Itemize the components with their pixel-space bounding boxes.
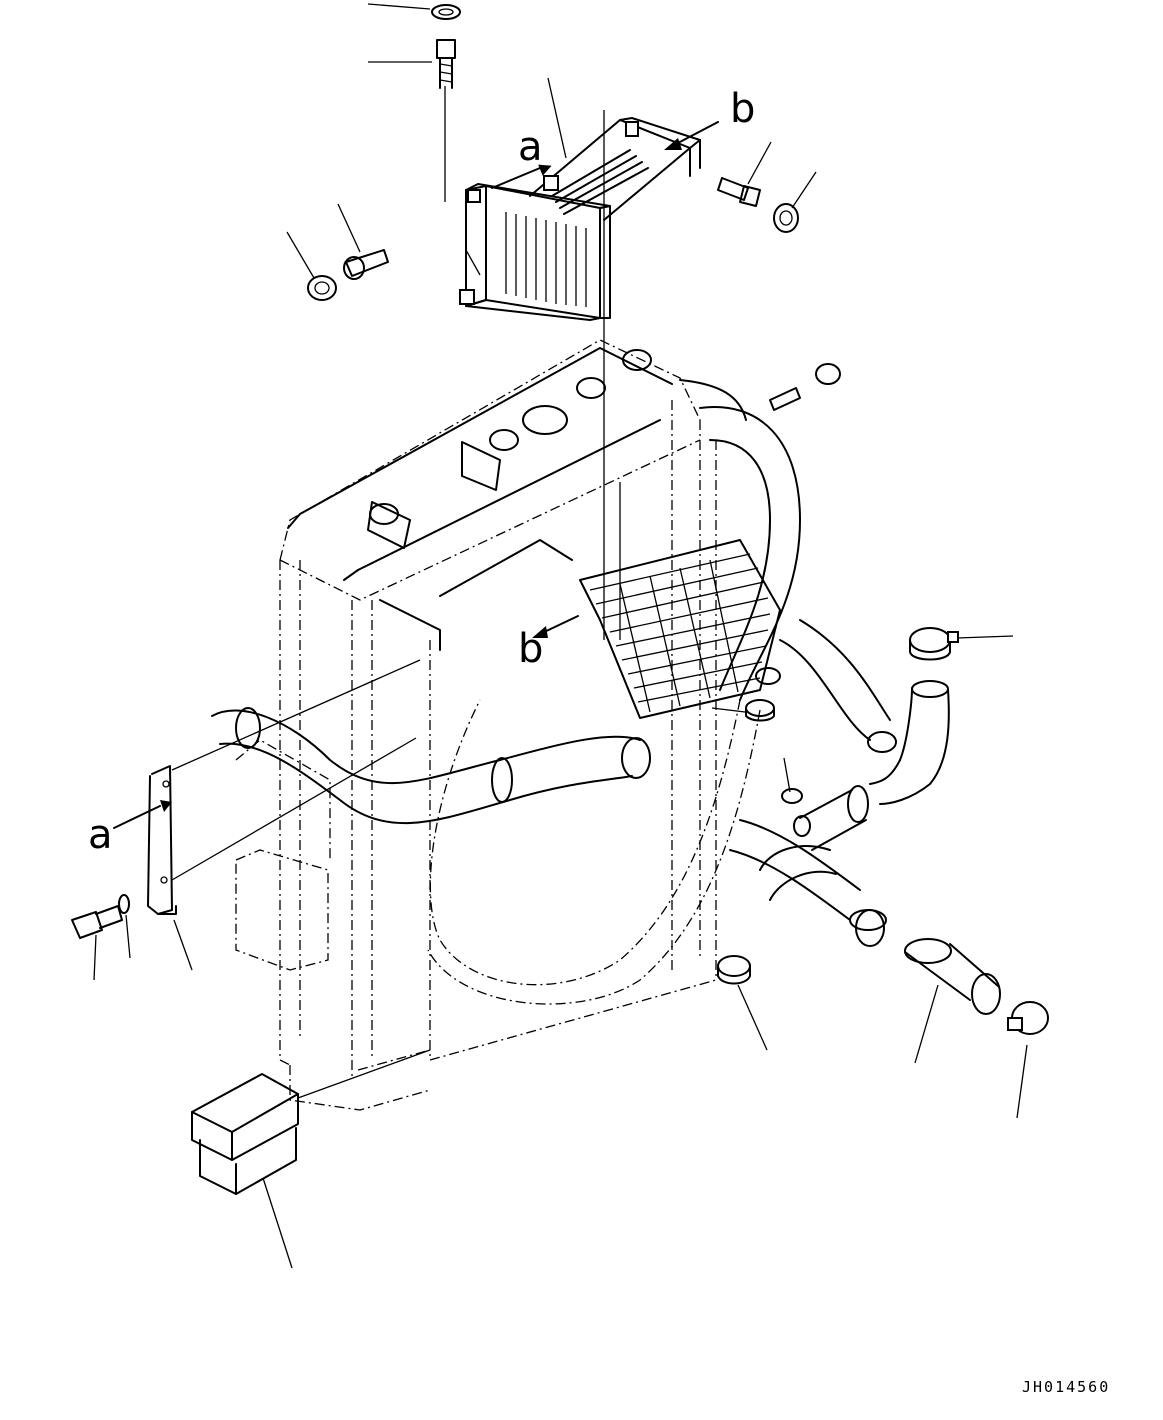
radiator-body [235, 110, 781, 1111]
bracket-left [71, 659, 421, 939]
top-hardware [307, 4, 799, 301]
view-label-a-left: a [88, 812, 113, 858]
view-label-a-top: a [518, 124, 543, 170]
leader-lines [93, 3, 1028, 1269]
hoses [211, 379, 950, 1005]
top-cover-assembly [444, 86, 701, 321]
box-part [191, 1049, 431, 1195]
view-label-b-mid: b [518, 626, 543, 672]
view-label-b-top: b [730, 86, 755, 132]
view-arrows [113, 121, 719, 829]
clamps [717, 363, 1049, 1035]
drawing-code: JH014560 [1022, 1378, 1110, 1396]
